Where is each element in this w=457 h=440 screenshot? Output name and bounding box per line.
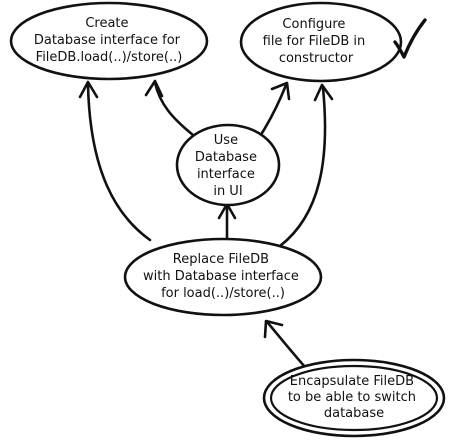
node-use-line-1: Use	[214, 133, 238, 148]
node-encapsulate-line-3: database	[324, 406, 384, 421]
node-create-line-2: Database interface for	[34, 33, 181, 48]
node-use-label: Use Database interface in UI	[195, 133, 261, 199]
node-configure-label: Configure file for FileDB in constructor	[263, 17, 370, 66]
node-replace-line-2: with Database interface	[143, 269, 299, 284]
edge-replace-to-create	[78, 80, 152, 242]
check-mark-icon	[393, 18, 427, 59]
node-configure-line-3: constructor	[279, 51, 354, 66]
node-use-line-2: Database	[195, 150, 257, 165]
node-create-line-1: Create	[85, 16, 128, 31]
node-encapsulate-line-1: Encapsulate FileDB	[290, 374, 414, 389]
edge-replace-to-use	[217, 202, 237, 242]
node-encapsulate-label: Encapsulate FileDB to be able to switch …	[288, 374, 420, 421]
node-replace-filedb: Replace FileDB with Database interface f…	[123, 237, 323, 317]
node-use-line-3: interface	[197, 167, 255, 182]
node-configure-line-1: Configure	[282, 17, 345, 32]
edge-use-to-configure	[260, 81, 291, 135]
node-replace-label: Replace FileDB with Database interface f…	[143, 252, 303, 301]
node-create-label: Create Database interface for FileDB.loa…	[34, 16, 184, 65]
node-configure-line-2: file for FileDB in	[263, 34, 366, 49]
node-use-interface: Use Database interface in UI	[175, 123, 281, 207]
edge-replace-to-configure	[278, 83, 334, 248]
node-create-interface: Create Database interface for FileDB.loa…	[9, 1, 209, 81]
node-replace-line-1: Replace FileDB	[173, 252, 269, 267]
node-encapsulate-line-2: to be able to switch	[288, 390, 416, 405]
node-configure-file: Configure file for FileDB in constructor	[239, 1, 427, 83]
node-create-line-3: FileDB.load(..)/store(..)	[36, 50, 183, 65]
edge-encapsulate-to-replace	[263, 319, 307, 369]
node-encapsulate-filedb: Encapsulate FileDB to be able to switch …	[262, 358, 446, 438]
edge-use-to-create	[144, 79, 195, 137]
node-use-line-4: in UI	[213, 184, 242, 199]
node-replace-line-3: for load(..)/store(..)	[161, 286, 285, 301]
